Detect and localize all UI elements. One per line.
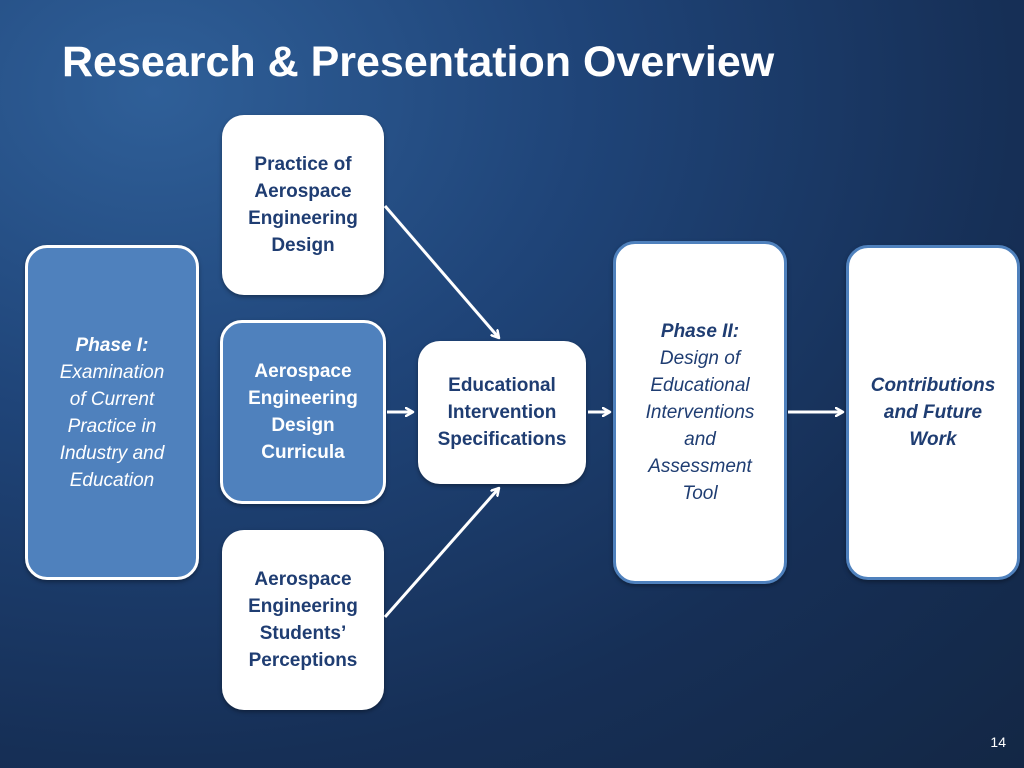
perceptions-box: Aerospace Engineering Students’ Percepti… [222,530,384,710]
curricula-line: Curricula [261,442,345,463]
practice-line: Design [271,235,335,256]
future-work-line: Contributions [870,375,996,396]
phase-2-line: Assessment [648,456,752,477]
practice-line: Engineering [248,208,358,229]
page-number: 14 [990,734,1006,750]
practice-box: Practice of Aerospace Engineering Design [222,115,384,295]
phase-2-box: Phase II: Design of Educational Interven… [613,241,787,584]
future-work-box: Contributions and Future Work [846,245,1020,580]
future-work-line: and Future [883,402,983,423]
specifications-line: Intervention [447,402,557,423]
practice-line: Practice of [254,154,352,175]
phase-1-line: Practice in [67,415,157,437]
specifications-line: Specifications [437,429,567,450]
practice-line: Aerospace [254,181,352,202]
phase-1-line: Examination [59,361,165,383]
phase-1-line: Education [69,469,155,491]
specifications-line: Educational [448,375,556,396]
perceptions-line: Engineering [248,596,358,617]
phase-1-box: Phase I: Examination of Current Practice… [25,245,199,580]
curricula-line: Design [271,415,335,436]
future-work-line: Work [909,429,957,450]
curricula-line: Engineering [248,388,358,409]
phase-1-line: Industry and [59,442,165,464]
phase-2-line: and [684,429,716,450]
curricula-box: Aerospace Engineering Design Curricula [220,320,386,504]
arrow-perceptions-to-specs [383,488,499,618]
phase-2-line: Interventions [645,402,755,423]
phase-2-line: Design of [659,348,741,369]
perceptions-line: Students’ [259,623,347,644]
phase-2-line: Tool [682,483,718,504]
phase-1-heading: Phase I: [75,334,149,356]
perceptions-line: Aerospace [254,569,352,590]
phase-2-line: Educational [650,375,750,396]
phase-1-line: of Current [69,388,155,410]
perceptions-line: Perceptions [248,650,358,671]
arrow-practice-to-specs [383,205,499,338]
specifications-box: Educational Intervention Specifications [418,341,586,484]
slide-title: Research & Presentation Overview [62,38,775,86]
phase-2-heading: Phase II: [660,321,740,342]
curricula-line: Aerospace [254,361,352,382]
